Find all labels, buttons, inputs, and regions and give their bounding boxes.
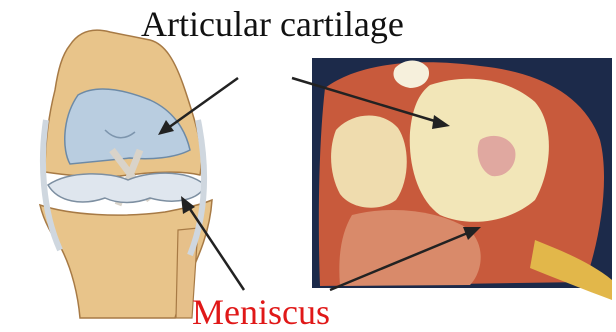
meniscus-label: Meniscus [192, 294, 330, 330]
knee-illustration [40, 30, 212, 318]
photo-cartilage-left [331, 115, 407, 207]
articular-cartilage-label: Articular cartilage [141, 6, 404, 42]
knee-photograph [312, 58, 612, 300]
